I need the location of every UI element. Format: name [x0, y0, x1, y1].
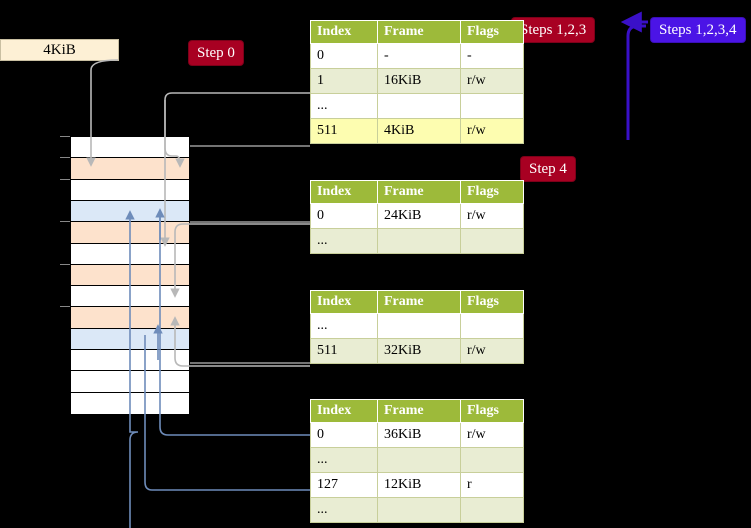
table-cell: r — [460, 472, 524, 498]
badge-steps-1-2-3: Steps 1,2,3 — [512, 18, 595, 42]
memory-row-tick — [60, 178, 70, 180]
table-cell: r/w — [460, 203, 524, 229]
memory-frame-row — [71, 243, 189, 265]
table-row: ... — [310, 447, 524, 473]
memory-frame-row — [71, 328, 189, 351]
table-cell: 36KiB — [377, 422, 461, 448]
column-header-frame: Frame — [377, 399, 461, 423]
column-header-frame: Frame — [377, 20, 461, 44]
table-cell — [460, 447, 524, 473]
memory-frame-row — [71, 179, 189, 201]
table-cell: 24KiB — [377, 203, 461, 229]
column-header-frame: Frame — [377, 180, 461, 204]
table-cell: r/w — [460, 68, 524, 94]
memory-frame-row — [71, 264, 189, 287]
table-cell — [460, 497, 524, 523]
table-cell: - — [460, 43, 524, 69]
memory-frame-row — [71, 137, 189, 159]
table-row: 0-- — [310, 43, 524, 69]
table-cell: r/w — [460, 118, 524, 144]
frame-size-box: 4KiB — [0, 39, 119, 61]
memory-frame-row — [71, 286, 189, 308]
table-cell: 127 — [310, 472, 378, 498]
column-header-index: Index — [310, 20, 378, 44]
memory-frame-row — [71, 350, 189, 372]
memory-frame-row — [71, 222, 189, 244]
table-row: ... — [310, 93, 524, 119]
table-cell: - — [377, 43, 461, 69]
column-header-index: Index — [310, 399, 378, 423]
memory-row-tick — [60, 136, 70, 137]
table-row: ... — [310, 497, 524, 523]
memory-frame-row — [71, 392, 189, 414]
column-header-flags: Flags — [460, 180, 524, 204]
memory-row-tick — [60, 306, 70, 308]
physical-memory-column — [70, 136, 190, 415]
table-cell: r/w — [460, 338, 524, 364]
table-cell: 32KiB — [377, 338, 461, 364]
wire-l3-entry0-to-memory — [170, 223, 310, 298]
table-cell — [377, 447, 461, 473]
table-cell: 4KiB — [377, 118, 461, 144]
memory-frame-row — [71, 307, 189, 329]
column-header-flags: Flags — [460, 290, 524, 314]
table-cell — [377, 497, 461, 523]
wire-l2-entry511-to-memory — [170, 316, 310, 367]
memory-frame-row — [71, 200, 189, 223]
table-cell: 16KiB — [377, 68, 461, 94]
column-header-flags: Flags — [460, 399, 524, 423]
memory-frame-row — [71, 371, 189, 393]
table-cell: 511 — [310, 118, 378, 144]
memory-row-tick — [60, 221, 70, 223]
table-cell: 0 — [310, 203, 378, 229]
table-cell: 511 — [310, 338, 378, 364]
table-cell — [377, 93, 461, 119]
table-cell: ... — [310, 228, 378, 254]
table-cell: ... — [310, 447, 378, 473]
table-cell: 12KiB — [377, 472, 461, 498]
table-cell: ... — [310, 313, 378, 339]
column-header-index: Index — [310, 180, 378, 204]
memory-frame-row — [71, 158, 189, 180]
table-cell: 0 — [310, 43, 378, 69]
column-header-frame: Frame — [377, 290, 461, 314]
table-cell — [460, 228, 524, 254]
badge-step-0: Step 0 — [189, 41, 243, 65]
column-header-index: Index — [310, 290, 378, 314]
frame-size-label: 4KiB — [43, 41, 76, 58]
table-cell: 1 — [310, 68, 378, 94]
table-cell: ... — [310, 93, 378, 119]
memory-row-tick — [60, 157, 70, 159]
table-cell: ... — [310, 497, 378, 523]
badge-step-4: Step 4 — [521, 157, 575, 181]
table-cell — [377, 228, 461, 254]
column-header-flags: Flags — [460, 20, 524, 44]
table-row: ... — [310, 228, 524, 254]
table-cell: r/w — [460, 422, 524, 448]
memory-row-tick — [60, 263, 70, 265]
table-cell — [377, 313, 461, 339]
table-cell — [460, 313, 524, 339]
table-row: ... — [310, 313, 524, 339]
table-cell — [460, 93, 524, 119]
badge-steps-1-2-3-4: Steps 1,2,3,4 — [651, 18, 745, 42]
wire-steps-bracket-indigo — [626, 24, 646, 136]
table-cell: 0 — [310, 422, 378, 448]
